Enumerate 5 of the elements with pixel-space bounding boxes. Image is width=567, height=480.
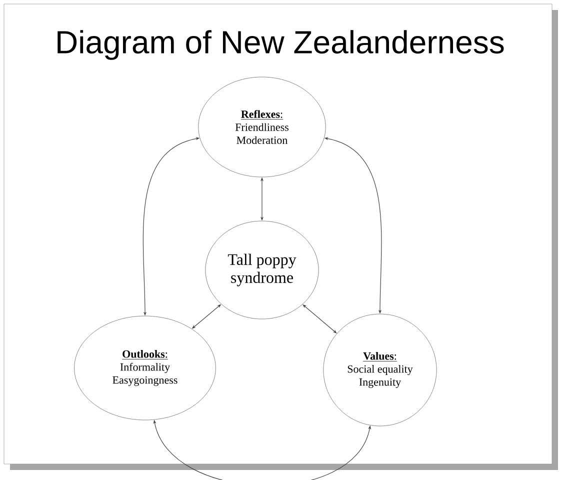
circle-node: Tall poppy syndrome xyxy=(205,220,319,320)
circle-node: Reflexes: Friendliness Moderation xyxy=(198,76,326,178)
circle-node: Values: Social equality Ingenuity xyxy=(323,314,437,426)
title: Diagram of New Zealanderness xyxy=(58,30,504,60)
circle-node: Outlooks: Informality Easygoingness xyxy=(74,316,216,420)
